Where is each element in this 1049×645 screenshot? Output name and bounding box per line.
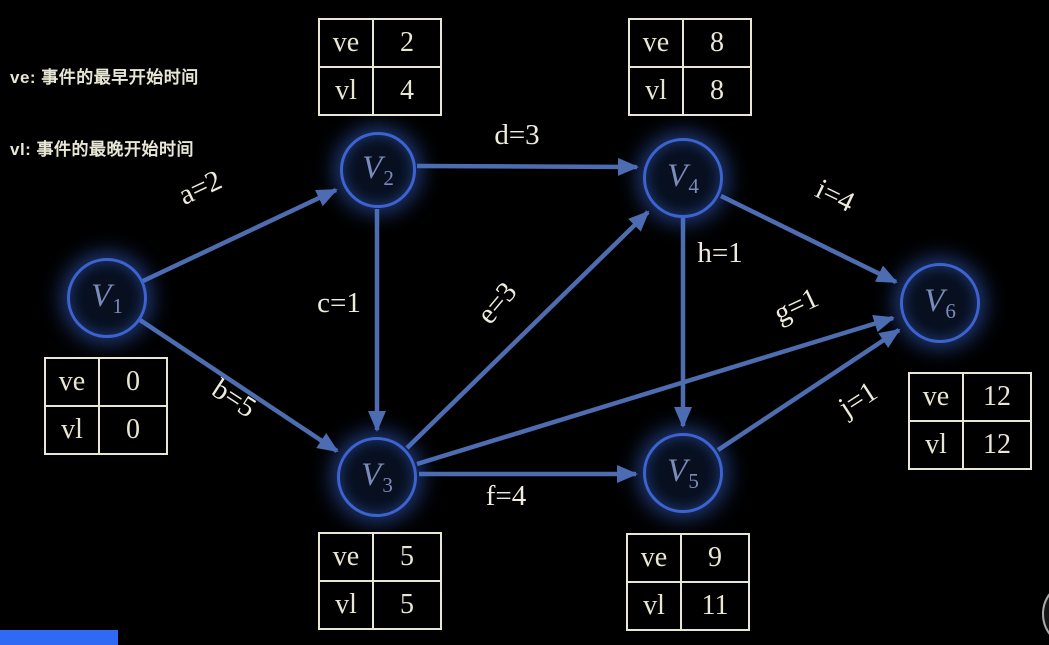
table-key-V6-vl: vl [908, 420, 964, 470]
table-value-V2-vl: 4 [372, 66, 442, 116]
edge-label-b: b=5 [206, 373, 261, 425]
node-V3: V3 [337, 437, 417, 517]
node-label-V1: V1 [91, 277, 123, 318]
table-value-V2-ve: 2 [372, 18, 442, 68]
table-key-V6-ve: ve [908, 372, 964, 422]
node-label-V2: V2 [362, 149, 394, 190]
node-label-V5: V5 [667, 452, 699, 493]
legend-line-ve: ve: 事件的最早开始时间 [10, 68, 199, 87]
table-value-V3-vl: 5 [372, 580, 442, 630]
edge-label-d: d=3 [494, 119, 539, 151]
node-V4: V4 [643, 138, 723, 218]
edge-V2-V4 [416, 157, 639, 176]
node-V5: V5 [643, 433, 723, 513]
table-key-V5-vl: vl [626, 581, 682, 631]
node-V6: V6 [900, 263, 980, 343]
node-label-V3: V3 [361, 456, 393, 497]
table-key-V1-vl: vl [44, 405, 100, 455]
edge-label-j: j=1 [832, 375, 883, 424]
table-key-V3-ve: ve [318, 532, 374, 582]
table-key-V2-ve: ve [318, 18, 374, 68]
edge-label-a: a=2 [174, 164, 227, 211]
node-V1: V1 [67, 258, 147, 338]
table-key-V5-ve: ve [626, 533, 682, 583]
table-key-V2-vl: vl [318, 66, 374, 116]
node-label-V4: V4 [667, 157, 699, 198]
edge-label-f: f=4 [486, 480, 527, 512]
edge-label-e: e=3 [471, 276, 524, 330]
table-value-V4-ve: 8 [682, 18, 752, 68]
table-value-V1-vl: 0 [98, 405, 168, 455]
edge-label-i: i=4 [810, 173, 859, 219]
legend: ve: 事件的最早开始时间 vl: 事件的最晚开始时间 [10, 18, 199, 210]
table-value-V6-vl: 12 [962, 420, 1032, 470]
table-key-V4-ve: ve [628, 18, 684, 68]
table-key-V1-ve: ve [44, 357, 100, 407]
table-value-V5-ve: 9 [680, 533, 750, 583]
edge-V5-V6 [716, 328, 901, 452]
table-value-V6-ve: 12 [962, 372, 1032, 422]
video-progress-bar [0, 630, 118, 645]
edge-V1-V3 [138, 318, 339, 453]
edge-V3-V4 [405, 210, 650, 450]
edge-V1-V2 [142, 187, 338, 284]
legend-line-vl: vl: 事件的最晚开始时间 [10, 140, 195, 159]
node-label-V6: V6 [924, 282, 956, 323]
node-V2: V2 [340, 132, 416, 208]
edge-label-g: g=1 [769, 282, 824, 330]
table-value-V4-vl: 8 [682, 66, 752, 116]
table-key-V4-vl: vl [628, 66, 684, 116]
edge-label-h: h=1 [697, 237, 742, 269]
table-value-V5-vl: 11 [680, 581, 750, 631]
table-value-V1-ve: 0 [98, 357, 168, 407]
table-value-V3-ve: 5 [372, 532, 442, 582]
table-key-V3-vl: vl [318, 580, 374, 630]
edge-label-c: c=1 [317, 287, 361, 319]
edge-V4-V6 [720, 193, 898, 285]
edge-V3-V6 [416, 314, 895, 467]
